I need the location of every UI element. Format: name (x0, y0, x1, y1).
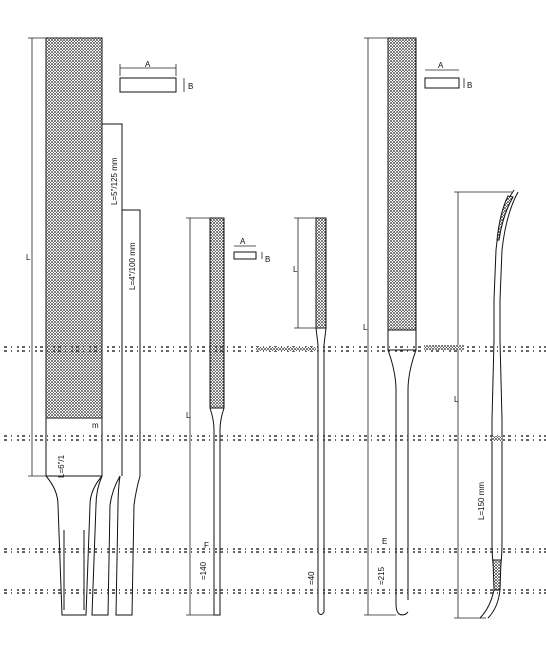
riffler-length-label: L=150 mm (477, 482, 486, 520)
needle-file-length-label: =40 (307, 571, 316, 585)
cross-section-2-a: A (240, 237, 246, 246)
cross-section-1 (119, 77, 177, 93)
large-file-blade-lower (45, 417, 103, 477)
file-150-length-label: L=6"/1 (57, 454, 66, 478)
large-file-length-label: L (26, 253, 31, 262)
file-125-outline (102, 123, 123, 476)
riffler-file-tip (479, 589, 501, 619)
file-f-length-label: =140 (199, 561, 208, 580)
riffler-file-shaft (491, 339, 503, 571)
file-e-l-label: L (363, 323, 368, 332)
large-file-blade (45, 37, 103, 419)
file-e-letter: E (382, 537, 387, 546)
riffler-file-group: L L=150 mm (454, 189, 519, 619)
file-e-length-label: =215 (377, 566, 386, 585)
scan-artifact-bands (4, 345, 546, 594)
riffler-file-lower-cut (492, 559, 502, 591)
file-f-group: L F =140 A B (186, 217, 270, 616)
cross-section-3-a: A (438, 61, 444, 70)
needle-file-tang (315, 327, 327, 615)
file-125-tang (91, 475, 121, 616)
file-e-blade (387, 37, 417, 331)
file-100-tang (115, 475, 141, 616)
needle-file-l-label: L (293, 265, 298, 274)
file-f-tang (209, 407, 225, 616)
cross-section-1-a: A (145, 60, 151, 69)
file-f-blade (209, 217, 225, 409)
file-e-group: L E =215 A B (363, 37, 472, 616)
file-f-l-label: L (186, 411, 191, 420)
large-file-tang-inner (63, 530, 85, 610)
needle-file-group: L =40 (293, 217, 327, 615)
m-label: m (92, 421, 99, 430)
cross-section-3-b: B (467, 81, 472, 90)
riffler-file-upper-cut (496, 195, 514, 241)
file-100-outline (122, 209, 141, 476)
file-e-blade-lower (387, 329, 417, 351)
needle-file-blade (315, 217, 327, 329)
cross-section-3 (424, 77, 460, 89)
cross-section-2 (233, 251, 257, 260)
file-125-length-label: L=5"/125 mm (110, 157, 119, 205)
file-e-tang (387, 349, 417, 616)
cross-section-1-b: B (188, 82, 193, 91)
file-f-letter: F (204, 541, 209, 550)
cross-section-2-b: B (265, 255, 270, 264)
large-file-tang (45, 475, 103, 616)
riffler-l-label: L (454, 395, 459, 404)
file-100-length-label: L=4"/100 mm (128, 242, 137, 290)
large-flat-file-group: L L=5"/125 mm L=4"/100 mm L=6"/1 m A B (26, 37, 193, 616)
